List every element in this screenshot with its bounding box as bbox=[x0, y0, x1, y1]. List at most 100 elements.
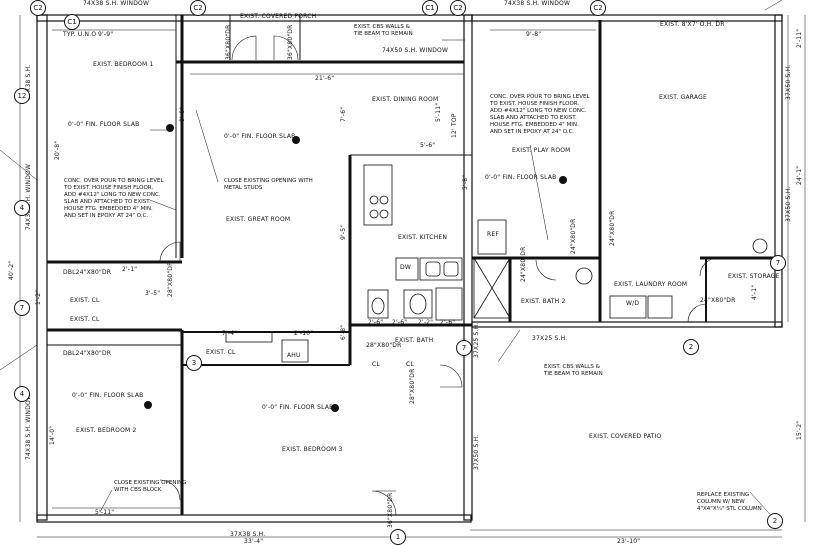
dimension-text: 7'-4" bbox=[222, 330, 238, 337]
dimension-text: 21'-6" bbox=[315, 75, 335, 82]
dimension-text: 9'-9" bbox=[98, 31, 114, 38]
slab-label-bedroom1: 0'-0" FIN. FLOOR SLAB bbox=[68, 121, 140, 128]
grid-bubble: 3 bbox=[186, 355, 202, 371]
column-bubble: C2 bbox=[30, 0, 46, 16]
great-room-label: EXIST. GREAT ROOM bbox=[226, 216, 291, 223]
note-cbs-walls-mid: EXIST. CBS WALLS & TIE BEAM TO REMAIN bbox=[544, 364, 603, 377]
note-cbs-walls-top: EXIST. CBS WALLS & TIE BEAM TO REMAIN bbox=[354, 24, 413, 37]
dining-room-label: EXIST. DINING ROOM bbox=[372, 96, 439, 103]
door-label: 28"X80"DR bbox=[409, 368, 416, 405]
grid-bubble: 2 bbox=[767, 513, 783, 529]
grid-bubble: 7 bbox=[14, 300, 30, 316]
door-label: 24"X80"DR bbox=[520, 246, 527, 283]
dimension-text: 2'-6" bbox=[368, 319, 384, 326]
closet-a-label: EXIST. CL bbox=[70, 297, 100, 304]
dimension-text: 1'-2" bbox=[35, 289, 42, 305]
door-label: 28"X80"DR bbox=[366, 342, 402, 349]
dimension-text: 9'-5" bbox=[340, 224, 347, 240]
window-label: 74X38 S.H. WINDOW bbox=[25, 163, 32, 230]
dimension-text: 2'-6" bbox=[392, 319, 408, 326]
dimension-text: 33'-4" bbox=[244, 538, 264, 545]
dimension-text: 5'-8" bbox=[462, 174, 469, 190]
door-label: 28"X80"DR bbox=[167, 261, 174, 298]
dw-label: DW bbox=[400, 264, 411, 271]
window-label: 74X38 S.H. WINDOW bbox=[25, 393, 32, 460]
note-concrete-overpour-right: CONC. OVER POUR TO BRING LEVEL TO EXIST.… bbox=[490, 94, 590, 135]
grid-bubble: 4 bbox=[14, 386, 30, 402]
dimension-text: 2'-6" bbox=[440, 319, 456, 326]
ref-label: REF bbox=[487, 231, 500, 238]
dimension-text: 5'-11" bbox=[435, 102, 442, 122]
dimension-text: 2'-2" bbox=[418, 319, 434, 326]
bath2-label: EXIST. BATH 2 bbox=[521, 298, 566, 305]
bedroom3-label: EXIST. BEDROOM 3 bbox=[282, 446, 343, 453]
dimension-text: 2'-1" bbox=[122, 266, 138, 273]
stairs-and-fixtures bbox=[225, 164, 768, 363]
dimension-text: 3'-5" bbox=[145, 290, 161, 297]
dimension-text: 0'-0" bbox=[179, 106, 186, 122]
note-replace-column: REPLACE EXISTING COLUMN W/ NEW 4"X4"X¼" … bbox=[697, 492, 762, 512]
door-label: 36"X80"DR bbox=[387, 492, 394, 529]
slab-label-great-room: 0'-0" FIN. FLOOR SLAB bbox=[224, 133, 296, 140]
typ-label: TYP. U.N.O bbox=[63, 31, 97, 38]
window-label: 74X38 S.H. WINDOW bbox=[83, 0, 150, 7]
dimension-text: 12' TOP bbox=[451, 113, 458, 138]
column-bubble: C2 bbox=[450, 0, 466, 16]
laundry-label: EXIST. LAUNDRY ROOM bbox=[614, 281, 688, 288]
dimension-text: 14'-0" bbox=[49, 425, 56, 445]
slab-label-bedroom3: 0'-0" FIN. FLOOR SLAB bbox=[262, 404, 334, 411]
grid-bubble: 1 bbox=[390, 529, 406, 545]
note-close-opening-studs: CLOSE EXISTING OPENING WITH METAL STUDS bbox=[224, 178, 313, 191]
door-label: DBL24"X80"DR bbox=[63, 350, 112, 357]
dimension-text: 15'-2" bbox=[796, 420, 803, 440]
garage-label: EXIST. GARAGE bbox=[659, 94, 707, 101]
grid-bubble: 7 bbox=[456, 340, 472, 356]
window-label: 37X50 S.H. bbox=[473, 434, 480, 470]
dimension-text: 5'-11" bbox=[95, 509, 115, 516]
grid-bubble: 4 bbox=[14, 200, 30, 216]
column-bubble: C1 bbox=[422, 0, 438, 16]
window-label: 74X50 S.H. WINDOW bbox=[382, 47, 449, 54]
dimension-text: 20'-8" bbox=[54, 140, 61, 160]
window-label: 37X25 S.H. bbox=[532, 335, 568, 342]
door-label: 36"X80"DR bbox=[287, 24, 294, 61]
wd-label: W/D bbox=[626, 300, 640, 307]
ahu-label: AHU bbox=[287, 352, 301, 359]
column-bubble: C2 bbox=[590, 0, 606, 16]
dimension-text: 4'-1" bbox=[751, 284, 758, 300]
window-label: 37X50 S.H. bbox=[785, 64, 792, 100]
kitchen-label: EXIST. KITCHEN bbox=[398, 234, 448, 241]
slab-label-bedroom2: 0'-0" FIN. FLOOR SLAB bbox=[72, 392, 144, 399]
dimension-text: 6'-8" bbox=[340, 324, 347, 340]
grid-bubble: 7 bbox=[770, 255, 786, 271]
door-label: DBL24"X80"DR bbox=[63, 269, 112, 276]
dimension-text: 24'-1" bbox=[796, 165, 803, 185]
storage-label: EXIST. STORAGE bbox=[728, 273, 780, 280]
closet-b-label: EXIST. CL bbox=[70, 316, 100, 323]
column-bubble: C2 bbox=[190, 0, 206, 16]
window-label: 37X50 S.H. bbox=[785, 186, 792, 222]
closet-label: EXIST. CL bbox=[206, 349, 236, 356]
bath-label: EXIST. BATH bbox=[395, 337, 434, 344]
slab-label-play-room: 0'-0" FIN. FLOOR SLAB bbox=[485, 174, 557, 181]
garage-door-label: EXIST. 8'X7' O.H. DR bbox=[660, 21, 725, 28]
grid-bubble: 12 bbox=[14, 88, 30, 104]
dimension-text: 5'-6" bbox=[420, 142, 436, 149]
door-swings bbox=[159, 35, 719, 516]
cl1-label: CL bbox=[372, 361, 380, 368]
window-label: 37X38 S.H. bbox=[230, 531, 266, 538]
grid-bubble: 2 bbox=[683, 339, 699, 355]
door-label: 24"X80"DR bbox=[700, 297, 736, 304]
dimension-text: 9'-8" bbox=[526, 31, 542, 38]
dimension-text: 40'-2" bbox=[8, 260, 15, 280]
covered-porch-label: EXIST. COVERED PORCH bbox=[240, 13, 317, 20]
play-room-label: EXIST. PLAY ROOM bbox=[512, 147, 571, 154]
door-label: 36"X80"DR bbox=[225, 24, 232, 61]
window-label: 37X25 S.H. bbox=[473, 322, 480, 358]
covered-patio-label: EXIST. COVERED PATIO bbox=[589, 433, 662, 440]
bedroom1-label: EXIST. BEDROOM 1 bbox=[93, 61, 154, 68]
section-markers bbox=[144, 124, 567, 412]
note-concrete-overpour-left: CONC. OVER POUR TO BRING LEVEL TO EXIST.… bbox=[64, 178, 164, 219]
walls bbox=[36, 14, 783, 523]
